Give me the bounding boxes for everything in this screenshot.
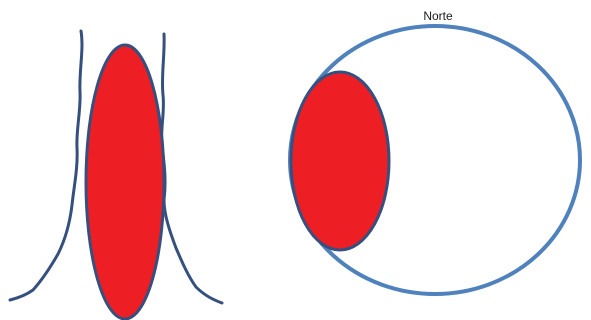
right-red-ellipse — [289, 70, 391, 252]
right-wavy-line — [160, 32, 224, 305]
left-wavy-line — [8, 29, 84, 302]
left-red-ellipse — [84, 43, 166, 320]
right-figure — [288, 24, 582, 296]
north-label: Norte — [423, 9, 453, 23]
left-figure — [8, 29, 224, 320]
